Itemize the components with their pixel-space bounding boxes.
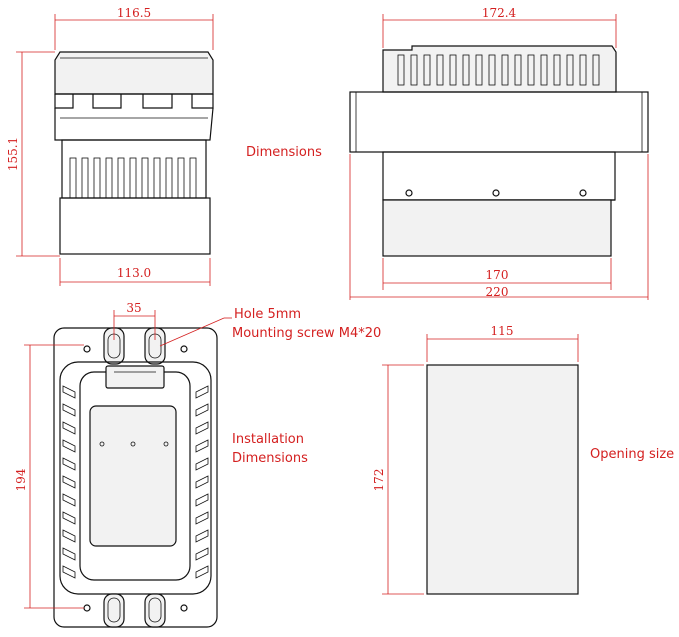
dim-side-width-inner: 170	[486, 268, 509, 282]
dim-hole-spacing: 35	[126, 301, 141, 315]
installation-slots-left	[62, 385, 76, 579]
dim-side-width-top: 172.4	[482, 6, 517, 20]
label-dimensions: Dimensions	[246, 145, 322, 160]
dim-front-width-top: 116.5	[117, 6, 151, 20]
side-view	[349, 14, 649, 300]
dim-install-height: 194	[14, 468, 28, 491]
installation-slots-right	[195, 385, 209, 579]
label-installation: Installation	[232, 432, 304, 447]
front-fins	[69, 157, 197, 199]
side-ribs	[397, 54, 600, 86]
installation-view	[24, 310, 232, 628]
opening-view	[382, 334, 579, 595]
dim-opening-width: 115	[491, 324, 514, 338]
dim-front-width-bottom: 113.0	[117, 266, 151, 280]
label-installation-dimensions: Dimensions	[232, 451, 308, 466]
label-hole: Hole 5mm	[234, 307, 301, 322]
label-opening-size: Opening size	[590, 447, 674, 462]
front-view	[16, 14, 214, 286]
dim-side-width-total: 220	[486, 285, 509, 299]
label-mounting-screw: Mounting screw M4*20	[232, 326, 381, 341]
dim-front-height: 155.1	[6, 137, 20, 171]
dim-opening-height: 172	[372, 469, 386, 492]
